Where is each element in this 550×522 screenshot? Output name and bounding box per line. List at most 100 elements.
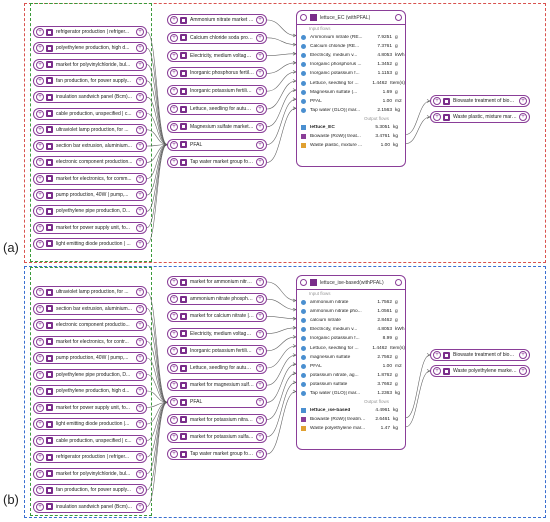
expand-right-icon[interactable]: + [136,76,144,85]
upstream-node[interactable]: +pump production, 40W | pump,...+ [33,352,147,364]
expand-right-icon[interactable]: + [136,370,144,379]
expand-left-icon[interactable]: + [36,93,44,102]
expand-right-icon[interactable]: + [136,44,144,53]
expand-left-icon[interactable]: + [36,420,44,428]
upstream-node[interactable]: +market for power supply unit, fo...+ [33,221,147,234]
downstream-node[interactable]: +Waste plastic, mixture market f...+ [430,111,530,123]
expand-right-icon[interactable]: + [256,295,264,304]
expand-left-icon[interactable]: + [36,453,44,461]
collapse-icon[interactable] [300,279,307,286]
input-node[interactable]: +market for magnesium sulfate |...+ [167,379,267,392]
expand-right-icon[interactable]: + [256,312,264,321]
expand-right-icon[interactable]: + [256,381,264,390]
upstream-node[interactable]: +electronic component production...+ [33,156,147,169]
expand-right-icon[interactable]: + [136,28,144,36]
expand-right-icon[interactable]: + [136,288,144,296]
expand-right-icon[interactable]: + [136,125,144,134]
upstream-node[interactable]: +pump production, 40W | pump,...+ [33,189,147,201]
input-node[interactable]: +Inorganic phosphorus fertiliser, ...+ [167,67,267,80]
collapse-icon[interactable] [300,14,307,21]
expand-right-icon[interactable]: + [519,97,527,105]
expand-right-icon[interactable]: + [136,60,144,69]
expand-right-icon[interactable]: + [256,51,264,60]
expand-right-icon[interactable]: + [519,113,527,121]
downstream-node[interactable]: +Waste polyethylene market gro...+ [430,365,530,377]
expand-left-icon[interactable]: + [170,415,178,424]
upstream-node[interactable]: +cable production, unspecified | c...+ [33,107,147,120]
input-node[interactable]: +market for calcium nitrate | calci...+ [167,310,267,323]
expand-left-icon[interactable]: + [36,142,44,151]
input-node[interactable]: +market for potassium sulfate | p...+ [167,430,267,443]
expand-right-icon[interactable]: + [256,415,264,424]
upstream-node[interactable]: +fan production, for power supply...+ [33,484,147,496]
expand-right-icon[interactable]: + [256,158,264,167]
expand-right-icon[interactable]: + [256,87,264,96]
expand-left-icon[interactable]: + [36,60,44,69]
expand-right-icon[interactable]: + [256,278,264,286]
input-node[interactable]: +Tap water market group for | Cu...+ [167,156,267,169]
expand-left-icon[interactable]: + [36,469,44,478]
input-node[interactable]: +Inorganic potassium fertiliser, as...+ [167,85,267,98]
expand-left-icon[interactable]: + [36,76,44,85]
expand-left-icon[interactable]: + [170,346,178,355]
expand-right-icon[interactable]: + [519,367,527,375]
input-node[interactable]: +PFAL+ [167,396,267,409]
upstream-node[interactable]: +polyethylene pipe production, D...+ [33,205,147,218]
upstream-node[interactable]: +refrigerator production | refriger...+ [33,26,147,38]
expand-left-icon[interactable]: + [170,381,178,390]
expand-left-icon[interactable]: + [170,140,178,149]
expand-left-icon[interactable]: + [36,403,44,412]
expand-left-icon[interactable]: + [36,109,44,118]
downstream-node[interactable]: +Biowaste treatment of biowaste...+ [430,95,530,107]
expand-right-icon[interactable]: + [136,403,144,412]
expand-left-icon[interactable]: + [36,158,44,167]
expand-left-icon[interactable]: + [170,33,178,42]
input-node[interactable]: +PFAL+ [167,138,267,151]
expand-left-icon[interactable]: + [170,158,178,167]
expand-right-icon[interactable]: + [256,105,264,113]
upstream-node[interactable]: +light emitting diode production | ...+ [33,237,147,250]
expand-left-icon[interactable]: + [170,69,178,78]
expand-left-icon[interactable]: + [36,174,44,183]
expand-right-icon[interactable]: + [136,387,144,395]
expand-right-icon[interactable]: + [136,337,144,346]
expand-left-icon[interactable]: + [433,351,441,359]
expand-right-icon[interactable]: + [256,122,264,131]
input-node[interactable]: +Tap water market group for | Cu...+ [167,448,267,460]
expand-left-icon[interactable]: + [36,370,44,379]
upstream-node[interactable]: +light emitting diode production |...+ [33,418,147,430]
expand-right-icon[interactable]: + [519,351,527,359]
upstream-node[interactable]: +insulation sandwich panel (Bcm)...+ [33,500,147,513]
upstream-node[interactable]: +cable production, unspecified | c...+ [33,434,147,447]
upstream-node[interactable]: +refrigerator production | refriger...+ [33,451,147,463]
expand-right-icon[interactable]: + [136,223,144,232]
expand-right-icon[interactable]: + [136,158,144,167]
expand-right-icon[interactable]: + [256,329,264,338]
expand-right-icon[interactable]: + [256,16,264,24]
expand-left-icon[interactable]: + [170,87,178,96]
expand-right-icon[interactable]: + [136,304,144,313]
expand-left-icon[interactable]: + [36,337,44,346]
expand-left-icon[interactable]: + [170,105,178,113]
downstream-node[interactable]: +Biowaste treatment of biowaste...+ [430,349,530,361]
expand-left-icon[interactable]: + [36,28,44,36]
expand-left-icon[interactable]: + [170,432,178,441]
expand-right-icon[interactable]: + [136,207,144,216]
input-node[interactable]: +Lettuce, seedling for autumn cro...+ [167,362,267,374]
expand-right-icon[interactable]: + [136,453,144,461]
upstream-node[interactable]: +section bar extrusion, aluminium...+ [33,140,147,153]
expand-left-icon[interactable]: + [36,288,44,296]
expand-right-icon[interactable]: + [256,346,264,355]
expand-left-icon[interactable]: + [433,367,441,375]
expand-left-icon[interactable]: + [170,312,178,321]
input-node[interactable]: +Electricity, medium voltage elec...+ [167,49,267,62]
